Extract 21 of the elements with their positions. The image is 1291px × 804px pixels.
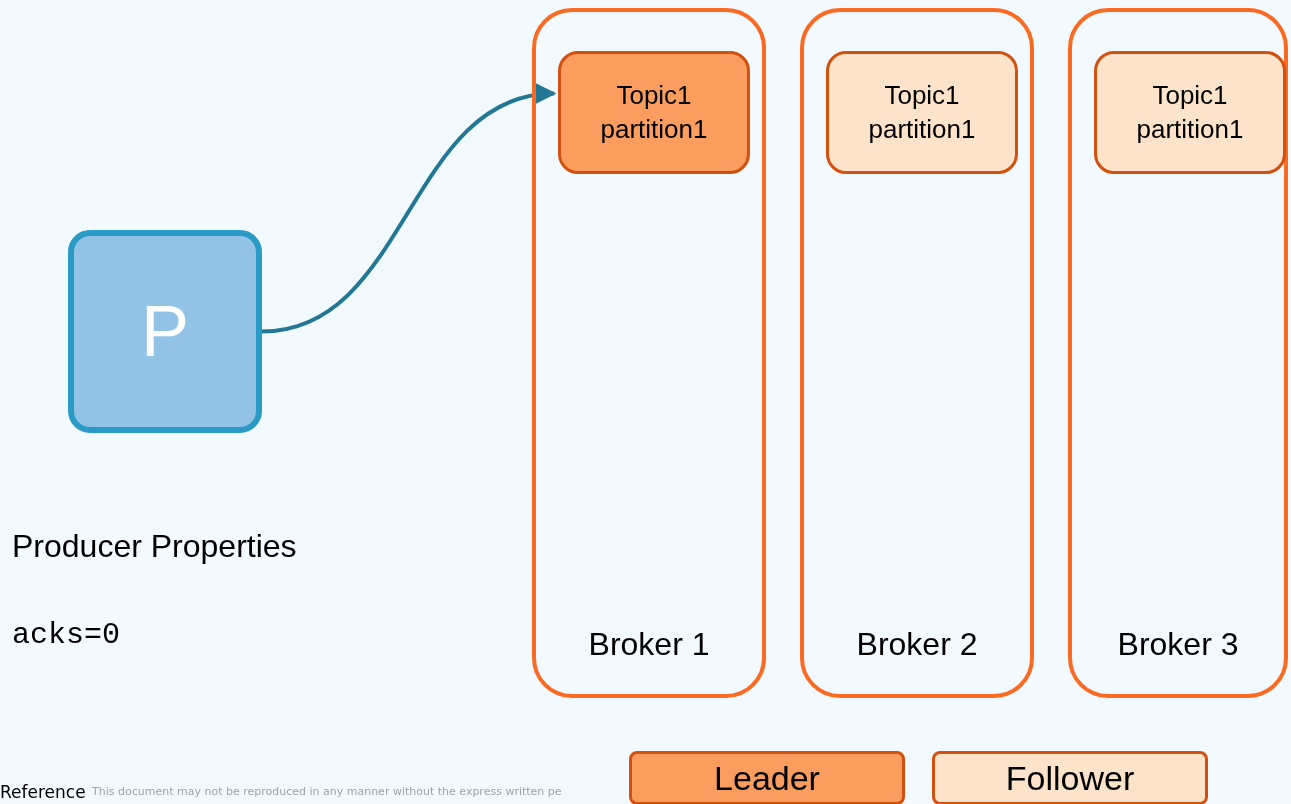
producer-box (68, 230, 262, 433)
arrow (261, 84, 557, 334)
partition-box (826, 51, 1018, 174)
broker-name: Broker 2 (856, 625, 978, 665)
broker-panel (1068, 8, 1288, 698)
partition-name: Topic1 partition1 (1135, 78, 1245, 146)
partition-box (1094, 51, 1286, 174)
property-setting: acks=0 (12, 618, 121, 652)
partition-name: Topic1 partition1 (599, 78, 709, 146)
legend-label: Follower (1005, 758, 1135, 798)
broker-name: Broker 1 (588, 625, 710, 665)
producer-letter: P (140, 289, 190, 373)
broker-panel (800, 8, 1034, 698)
partition-box (558, 51, 750, 174)
footer-note: Reference (0, 782, 86, 802)
legend-label: Leader (714, 758, 820, 798)
broker-panel (532, 8, 766, 698)
copyright-notice: This document may not be reproduced in any manner without the express written pe (92, 785, 562, 798)
heading: Producer Properties (12, 528, 297, 565)
broker-name: Broker 3 (1117, 625, 1239, 665)
partition-name: Topic1 partition1 (867, 78, 977, 146)
